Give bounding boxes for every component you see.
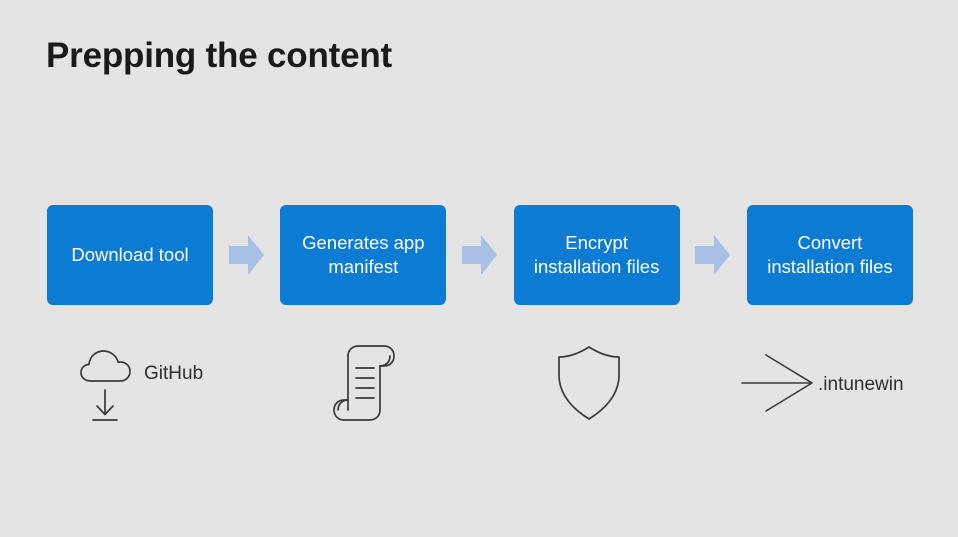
process-step-label: Generates app manifest — [302, 231, 425, 277]
block-arrow-right-icon — [461, 234, 498, 276]
process-step-encrypt-installation-files[interactable]: Encrypt installation files — [513, 205, 680, 305]
arrow-right-icon — [740, 352, 816, 419]
process-step-label: Encrypt installation files — [533, 231, 660, 277]
process-step-label: Download tool — [71, 243, 189, 265]
page-title: Prepping the content — [46, 36, 393, 75]
process-step-generates-app-manifest[interactable]: Generates app manifest — [280, 205, 447, 305]
scroll-document-icon — [330, 340, 402, 431]
icon-group-intunewin: .intunewin — [740, 330, 958, 440]
process-step-download-tool[interactable]: Download tool — [47, 205, 213, 305]
process-step-convert-installation-files[interactable]: Convert installation files — [746, 205, 913, 305]
process-flow: Download tool Generates app manifest Enc… — [47, 205, 913, 305]
icon-group-github: GitHub — [78, 330, 288, 440]
cloud-download-icon — [78, 343, 138, 428]
process-step-label: Convert installation files — [767, 231, 893, 277]
icon-caption-github: GitHub — [144, 363, 204, 384]
block-arrow-right-icon — [695, 234, 731, 276]
icon-row: GitHub — [0, 330, 958, 440]
icon-caption-intunewin: .intunewin — [818, 374, 904, 395]
shield-icon — [555, 343, 623, 428]
block-arrow-right-icon — [228, 234, 265, 276]
icon-group-encrypt — [555, 330, 715, 440]
icon-group-manifest — [330, 330, 490, 440]
